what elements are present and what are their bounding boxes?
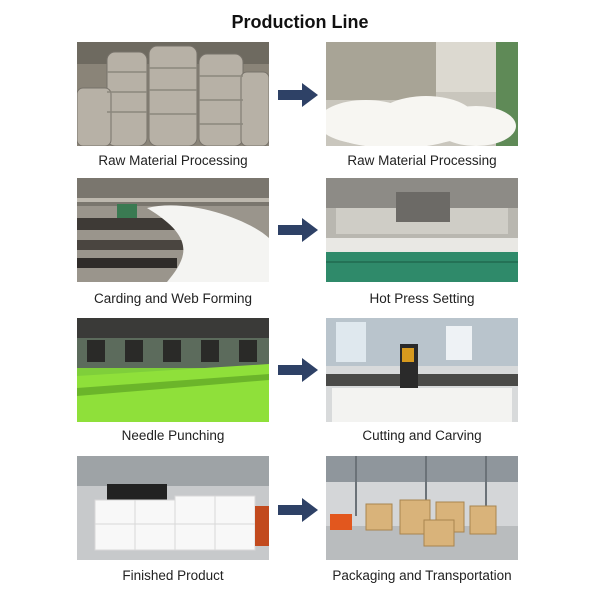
photo-needle-punching	[77, 318, 269, 422]
photo-finished-product	[77, 456, 269, 560]
step-caption-finished-product: Finished Product	[122, 568, 224, 583]
step-caption-hot-press-setting: Hot Press Setting	[369, 291, 475, 306]
step-caption-needle-punching: Needle Punching	[121, 428, 225, 443]
arrow-right-icon	[278, 498, 318, 522]
step-caption-raw-material-processing-2: Raw Material Processing	[347, 153, 497, 168]
page-title: Production Line	[231, 12, 369, 32]
step-caption-cutting-carving: Cutting and Carving	[362, 428, 482, 443]
photo-raw-material-fibers	[326, 42, 518, 146]
arrow-right-icon	[278, 358, 318, 382]
photo-hot-press-line	[326, 178, 518, 282]
arrow-right-icon	[278, 83, 318, 107]
step-caption-packaging-transportation: Packaging and Transportation	[332, 568, 512, 583]
photo-cutting-carving	[326, 318, 518, 422]
step-caption-raw-material-processing: Raw Material Processing	[98, 153, 248, 168]
photo-packaging-transportation	[326, 456, 518, 560]
step-caption-carding-web-forming: Carding and Web Forming	[93, 291, 253, 306]
arrow-right-icon	[278, 218, 318, 242]
photo-raw-material-bales	[77, 42, 269, 146]
photo-carding-machine	[77, 178, 269, 282]
